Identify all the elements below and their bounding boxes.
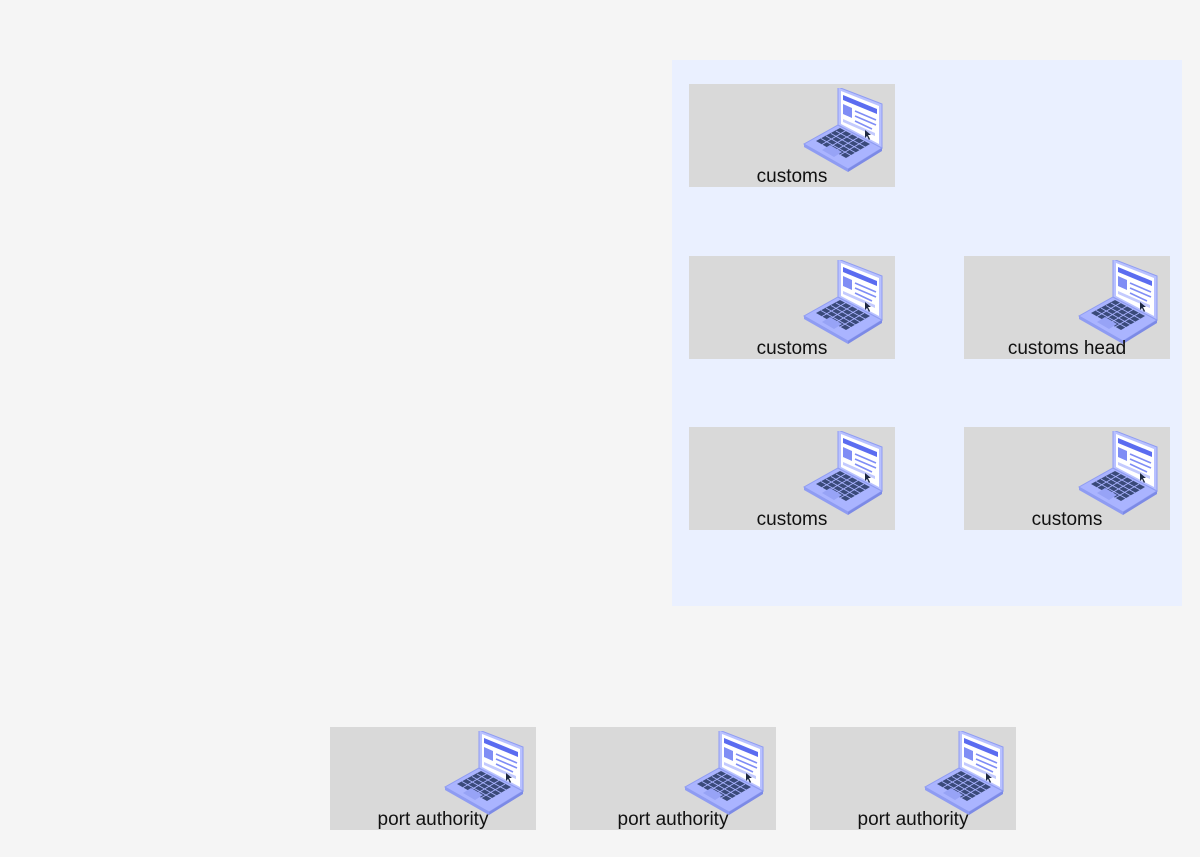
node-port-authority-3[interactable]: port authority — [810, 727, 1016, 830]
laptop-icon — [802, 431, 884, 515]
laptop-icon — [802, 260, 884, 344]
node-customs-head[interactable]: customs head — [964, 256, 1170, 359]
node-label: customs — [756, 509, 828, 530]
laptop-icon — [1077, 431, 1159, 515]
node-label: customs — [756, 338, 828, 359]
node-customs-4[interactable]: customs — [964, 427, 1170, 530]
node-label: port authority — [857, 809, 969, 830]
laptop-icon — [683, 731, 765, 815]
node-label: port authority — [617, 809, 729, 830]
laptop-icon — [443, 731, 525, 815]
laptop-icon — [1077, 260, 1159, 344]
node-customs-1[interactable]: customs — [689, 84, 895, 187]
node-port-authority-2[interactable]: port authority — [570, 727, 776, 830]
node-label: customs head — [1007, 338, 1127, 359]
laptop-icon — [923, 731, 1005, 815]
node-port-authority-1[interactable]: port authority — [330, 727, 536, 830]
node-label: customs — [756, 166, 828, 187]
node-customs-2[interactable]: customs — [689, 256, 895, 359]
node-label: port authority — [377, 809, 489, 830]
node-label: customs — [1031, 509, 1103, 530]
node-customs-3[interactable]: customs — [689, 427, 895, 530]
laptop-icon — [802, 88, 884, 172]
